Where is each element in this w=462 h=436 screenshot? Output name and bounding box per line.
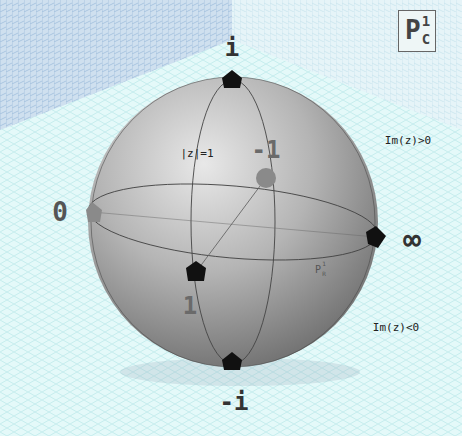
point-label: Im(z)<0 xyxy=(373,322,419,333)
point-label: 0 xyxy=(52,199,68,225)
point-label: |z|=1 xyxy=(180,148,213,159)
point-label: Im(z)>0 xyxy=(385,135,431,146)
title-index: C xyxy=(422,32,430,46)
point-label: ∞ xyxy=(403,225,421,255)
title-letter: P xyxy=(405,17,421,43)
title-box: P1C xyxy=(398,10,436,52)
point-label: R xyxy=(322,271,326,277)
point-label: -i xyxy=(220,390,249,414)
point-label: -1 xyxy=(252,138,281,162)
point-label: P xyxy=(315,265,321,275)
point-label: i xyxy=(225,36,239,60)
point-label: 1 xyxy=(322,261,326,267)
title-index: 1 xyxy=(422,14,430,28)
point-label: 1 xyxy=(183,294,197,318)
